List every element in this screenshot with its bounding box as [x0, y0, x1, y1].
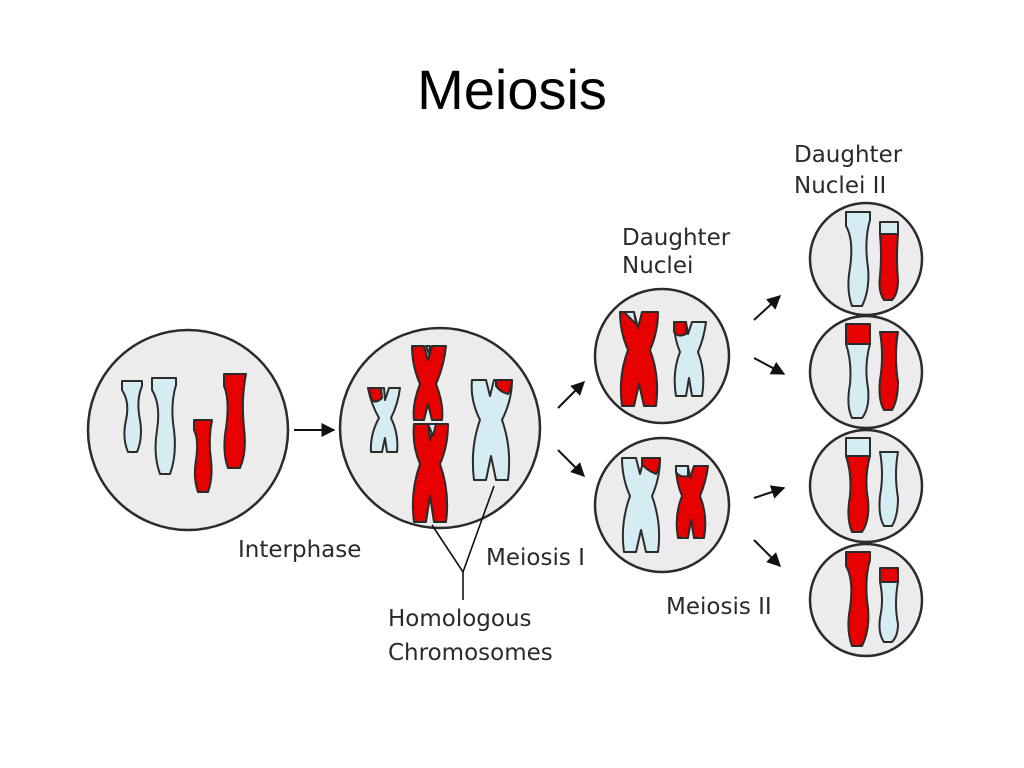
chromosome-blue-x-db — [621, 457, 661, 553]
daughter-nucleus-2-3 — [808, 428, 924, 544]
chromosome-red-short — [193, 419, 213, 493]
label-interphase: Interphase — [238, 537, 361, 563]
daughter-nucleus-bottom — [593, 436, 731, 574]
chromosome-blue-cap-dn2-3 — [845, 437, 871, 457]
chromosome-blue-x-small — [367, 387, 401, 453]
daughter-nucleus-2-2 — [808, 314, 924, 430]
chromosome-blue-x-large — [470, 379, 513, 481]
chromosome-blue-cap-dn2-1 — [879, 221, 899, 235]
daughter-nucleus-top-circle — [593, 287, 731, 425]
chromosome-blue-tip — [425, 345, 431, 355]
label-daughter-nuclei-2-line-2: Nuclei II — [794, 173, 886, 199]
arrow-to-dn2-4 — [753, 539, 781, 567]
chromosome-blue-dn2-4 — [878, 581, 899, 643]
interphase-nucleus — [86, 328, 290, 532]
chromosome-blue-x-dt — [673, 321, 707, 397]
arrow-to-dn2-3 — [753, 485, 786, 499]
chromosome-red-x-top — [411, 345, 447, 421]
chromosome-red-tip — [367, 387, 383, 403]
arrow-to-dn2-2 — [753, 357, 786, 375]
interphase-cell — [86, 328, 290, 532]
chromosome-blue-band — [427, 423, 437, 437]
chromosome-red-x-bottom — [411, 423, 449, 523]
arrow-to-daughter-top — [557, 381, 585, 409]
daughter-nucleus-top — [593, 287, 731, 425]
label-homologous-line-1: Homologous — [388, 606, 532, 632]
label-meiosis-2: Meiosis II — [666, 594, 772, 620]
chromosome-red-cap-dn2-2 — [845, 323, 871, 345]
chromosome-red-cap-dn2-4 — [879, 567, 899, 583]
chromosome-red-long — [223, 373, 247, 469]
chromosome-blue-short — [121, 380, 143, 453]
chromosome-red-tip-dt — [673, 321, 687, 337]
daughter-nucleus-bottom-circle — [593, 436, 731, 574]
chromosome-blue-dn2-2 — [845, 343, 871, 419]
chromosome-blue-long — [151, 377, 177, 475]
chromosome-red-x-db — [675, 465, 709, 539]
daughter-nucleus-2-1 — [808, 201, 924, 317]
chromosome-blue-dn2-3 — [878, 451, 899, 527]
label-daughter-nuclei-2-line-1: Daughter — [794, 142, 903, 168]
chromosome-red-dn2-1 — [878, 233, 899, 301]
chromosome-red-dn2-2 — [878, 331, 899, 411]
chromosome-red-dn2-3 — [845, 455, 871, 533]
label-homologous-line-2: Chromosomes — [388, 640, 553, 666]
label-daughter-nuclei-line-2: Nuclei — [622, 253, 693, 279]
daughter-nucleus-2-4 — [808, 542, 924, 658]
label-daughter-nuclei-line-1: Daughter — [622, 225, 731, 251]
chromosome-red-x-dt — [619, 311, 659, 407]
meiosis-1-cell — [338, 326, 542, 530]
chromosome-red-tip-db — [641, 457, 661, 475]
label-meiosis-1: Meiosis I — [486, 545, 585, 571]
arrow-to-daughter-bottom — [557, 449, 585, 477]
chromosome-red-tip-right — [495, 379, 513, 395]
chromosome-red-dn2-4 — [845, 551, 871, 647]
slide-title: Meiosis — [417, 58, 607, 121]
chromosome-blue-band-dt — [623, 311, 637, 325]
arrow-to-dn2-1 — [753, 295, 782, 321]
chromosome-blue-band-db — [675, 465, 689, 478]
chromosome-blue-dn2-1 — [845, 211, 871, 307]
